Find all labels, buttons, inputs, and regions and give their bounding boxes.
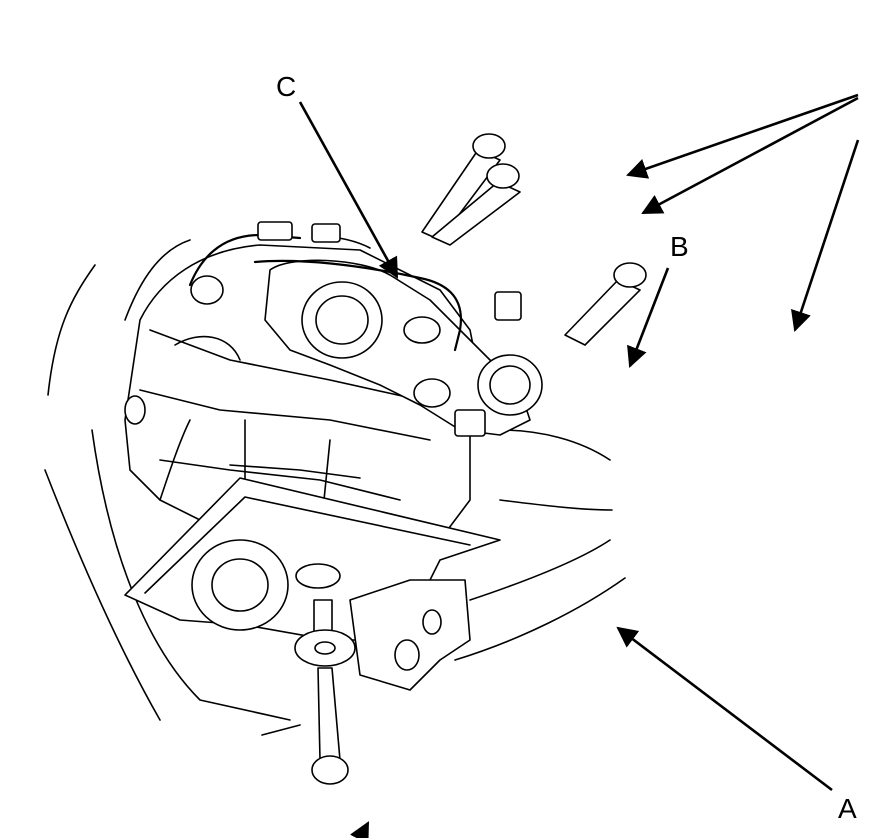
wiring-harness [124,221,522,437]
mount-bracket [264,259,543,436]
callout-c-leader [298,101,399,279]
callout-label-b: B [670,231,689,262]
frame-outline [44,239,626,736]
callout-label-a: A [838,793,857,824]
lower-mount-plate [124,477,501,691]
upper-bolts [421,133,647,346]
indicator-arrows [350,93,860,838]
lower-bolt [294,563,356,785]
callout-label-c: C [276,71,296,102]
